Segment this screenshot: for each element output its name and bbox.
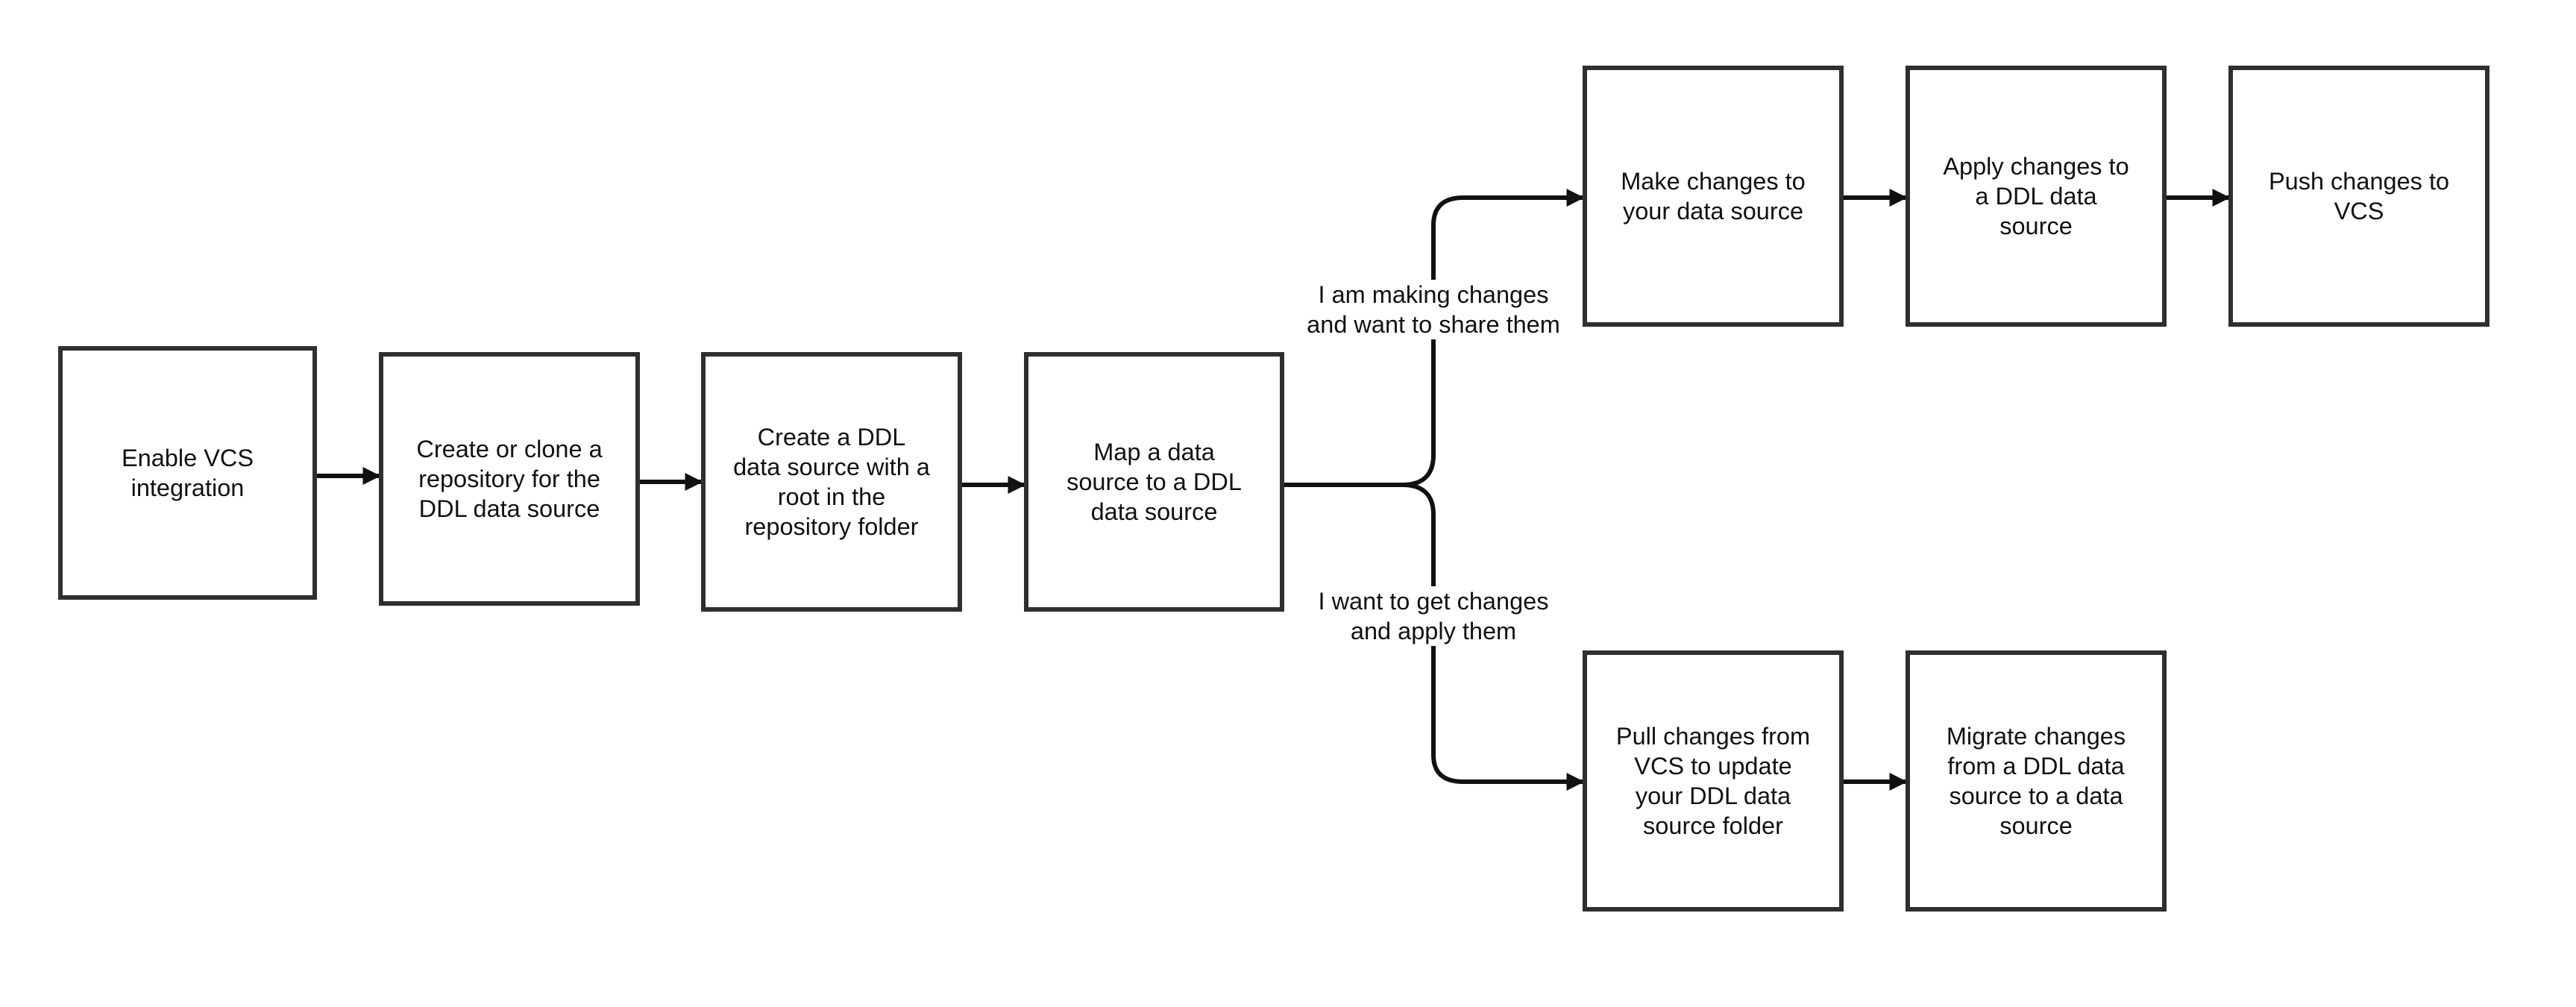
step-map-source: Map a data source to a DDL data source	[1024, 352, 1284, 612]
step-create-repo: Create or clone a repository for the DDL…	[379, 352, 640, 606]
step-create-ddl: Create a DDL data source with a root in …	[701, 352, 962, 612]
step-make-changes-label: Make changes to your data source	[1621, 168, 1806, 225]
branch-label-get: I want to get changes and apply them	[1284, 586, 1583, 646]
step-map-source-label: Map a data source to a DDL data source	[1066, 439, 1242, 525]
step-apply-changes: Apply changes to a DDL data source	[1906, 66, 2167, 327]
step-enable-vcs: Enable VCS integration	[58, 346, 317, 600]
step-create-repo-label: Create or clone a repository for the DDL…	[416, 436, 603, 522]
step-migrate-changes: Migrate changes from a DDL data source t…	[1906, 650, 2167, 912]
step-push-changes: Push changes to VCS	[2228, 66, 2489, 327]
step-make-changes: Make changes to your data source	[1583, 66, 1844, 327]
step-enable-vcs-label: Enable VCS integration	[121, 445, 254, 501]
step-migrate-changes-label: Migrate changes from a DDL data source t…	[1946, 723, 2126, 839]
step-apply-changes-label: Apply changes to a DDL data source	[1943, 153, 2129, 239]
branch-curly-brace	[1284, 195, 1579, 784]
branch-label-share: I am making changes and want to share th…	[1284, 280, 1583, 339]
step-pull-changes: Pull changes from VCS to update your DDL…	[1583, 650, 1844, 912]
step-push-changes-label: Push changes to VCS	[2268, 168, 2450, 225]
step-create-ddl-label: Create a DDL data source with a root in …	[733, 424, 930, 540]
step-pull-changes-label: Pull changes from VCS to update your DDL…	[1615, 723, 1811, 839]
